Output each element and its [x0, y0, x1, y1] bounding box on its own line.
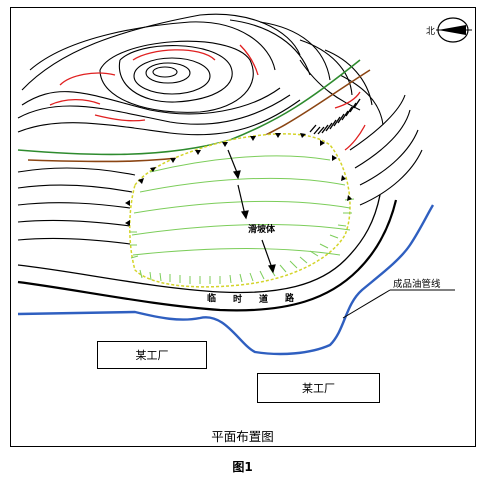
temporary-road	[17, 194, 398, 312]
plan-frame	[10, 7, 476, 447]
compass-icon: 北	[426, 17, 472, 43]
road-char-4: 路	[285, 292, 295, 304]
road-char-1: 临	[207, 292, 216, 304]
pipeline-leader	[342, 289, 391, 319]
road-label: 临 时 道 路	[207, 292, 295, 305]
figure-caption: 图1	[232, 460, 253, 474]
factory-2-label: 某工厂	[302, 382, 335, 395]
steep-slope-hatch	[309, 98, 361, 135]
river	[17, 204, 435, 356]
plan-caption: 平面布置图	[211, 429, 274, 444]
contour-lines	[17, 13, 423, 245]
factory-box-2: 某工厂	[257, 373, 380, 403]
road-char-2: 时	[233, 293, 242, 305]
red-contours	[49, 44, 366, 151]
road-char-3: 道	[259, 293, 268, 305]
factory-1-label: 某工厂	[135, 349, 169, 362]
pipeline-label: 成品油管线	[393, 278, 441, 290]
landslide-body: 滑坡体	[125, 133, 355, 288]
landslide-label: 滑坡体	[248, 223, 276, 235]
north-label: 北	[426, 26, 435, 37]
factory-box-1: 某工厂	[97, 341, 207, 369]
